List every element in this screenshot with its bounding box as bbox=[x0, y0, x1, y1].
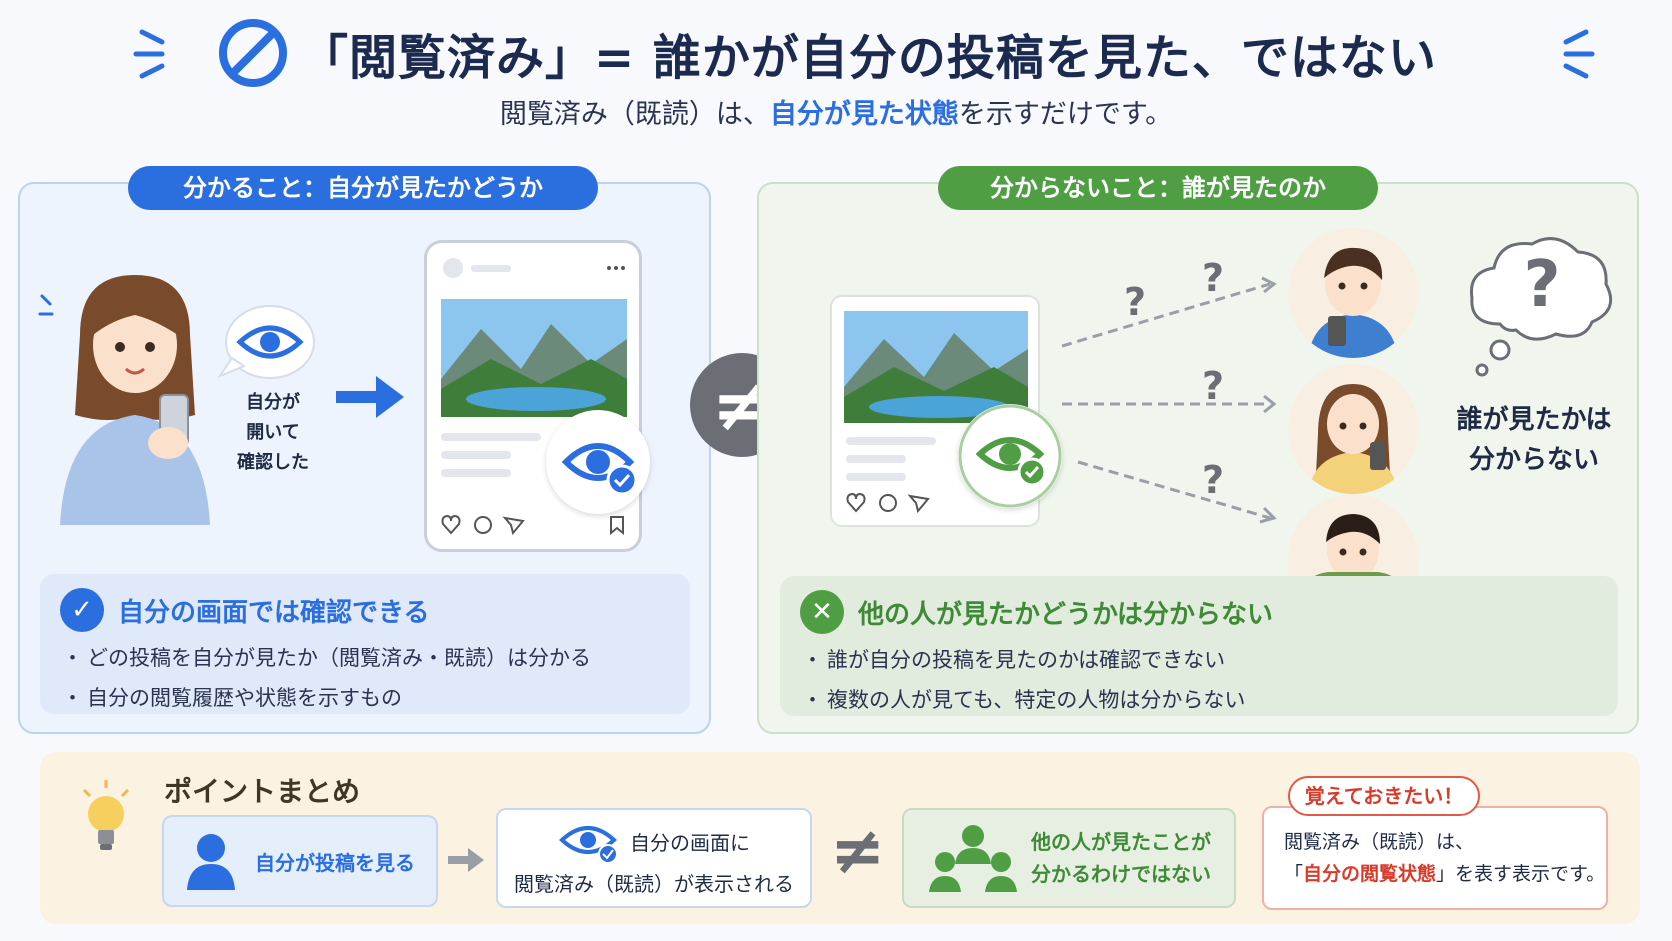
summary-others-unknown: 他の人が見たことが 分かるわけではない bbox=[902, 808, 1236, 908]
viewed-eye-check-icon-green bbox=[958, 404, 1062, 508]
summary-remember-box: 閲覧済み（既読）は、 「自分の閲覧状態」を表す表示です。 bbox=[1262, 806, 1608, 910]
question-mark-2: ? bbox=[1202, 256, 1225, 300]
question-mark-3: ? bbox=[1202, 364, 1225, 408]
subtitle-highlight: 自分が見た状態 bbox=[769, 99, 959, 130]
thought-question-mark: ? bbox=[1523, 248, 1561, 322]
known-bullet-2: 自分の閲覧履歴や状態を示すもの bbox=[60, 682, 670, 712]
thought-bubble-icon bbox=[1469, 237, 1613, 377]
eye-speech-bubble-icon bbox=[217, 305, 315, 379]
unknown-note-title: 他の人が見たかどうかは分からない bbox=[858, 599, 1273, 630]
page-title: 「閲覧済み」= 誰かが自分の投稿を見た、ではない bbox=[300, 30, 1437, 86]
sparkle-icon bbox=[38, 294, 54, 316]
group-icon bbox=[929, 825, 1017, 892]
question-mark-4: ? bbox=[1202, 458, 1225, 502]
emphasis-lines-left-icon bbox=[133, 29, 165, 79]
subtitle-pre: 閲覧済み（既読）は、 bbox=[499, 99, 770, 130]
eye-check-icon bbox=[559, 825, 618, 864]
cross-icon: ✕ bbox=[800, 590, 844, 634]
post-header bbox=[443, 258, 625, 278]
unknown-viewer-lines bbox=[1061, 276, 1277, 524]
known-note-title: 自分の画面では確認できる bbox=[118, 597, 430, 628]
known-pill: 分かること：自分が見たかどうか bbox=[128, 166, 598, 210]
viewed-eye-check-icon bbox=[546, 410, 650, 514]
remember-badge: 覚えておきたい！ bbox=[1288, 776, 1480, 816]
post-actions bbox=[846, 492, 930, 514]
unknown-note: ✕ 他の人が見たかどうかは分からない 誰が自分の投稿を見たのかは確認できない 複… bbox=[780, 576, 1618, 716]
emphasis-lines-right-icon bbox=[1563, 29, 1595, 79]
summary-self-view: 自分が投稿を見る bbox=[162, 815, 438, 907]
woman-with-phone-illustration bbox=[60, 275, 210, 525]
landscape-photo bbox=[844, 311, 1028, 423]
lightbulb-icon bbox=[82, 780, 130, 850]
unknown-pill: 分からないこと：誰が見たのか bbox=[938, 166, 1378, 210]
unknown-bullet-2: 複数の人が見ても、特定の人物は分からない bbox=[800, 684, 1598, 714]
person-icon bbox=[187, 834, 235, 890]
landscape-photo bbox=[441, 299, 627, 417]
question-mark-1: ? bbox=[1124, 280, 1147, 324]
subtitle-post: を示すだけです。 bbox=[958, 99, 1173, 130]
summary-title: ポイントまとめ bbox=[164, 775, 361, 808]
avatar-woman-yellow bbox=[1288, 364, 1418, 494]
unknown-caption: 誰が見たかは 分からない bbox=[1456, 405, 1612, 475]
post-actions bbox=[441, 514, 624, 536]
summary-viewed-display: 自分の画面に 閲覧済み（既読）が表示される bbox=[496, 808, 812, 908]
summary-arrow-icon bbox=[448, 848, 484, 872]
unknown-bullet-1: 誰が自分の投稿を見たのかは確認できない bbox=[800, 644, 1598, 674]
avatar-man-blue bbox=[1288, 228, 1418, 358]
self-check-caption: 自分が 開いて 確認した bbox=[237, 392, 309, 473]
arrow-right-icon bbox=[336, 376, 404, 418]
known-note: ✓ 自分の画面では確認できる どの投稿を自分が見たか（閲覧済み・既読）は分かる … bbox=[40, 574, 690, 714]
page-subtitle: 閲覧済み（既読）は、自分が見た状態を示すだけです。 bbox=[0, 92, 1672, 131]
summary-not-equal: ≠ bbox=[830, 812, 886, 889]
known-bullet-1: どの投稿を自分が見たか（閲覧済み・既読）は分かる bbox=[60, 642, 670, 672]
check-icon: ✓ bbox=[60, 588, 104, 632]
prohibited-icon bbox=[219, 19, 287, 87]
